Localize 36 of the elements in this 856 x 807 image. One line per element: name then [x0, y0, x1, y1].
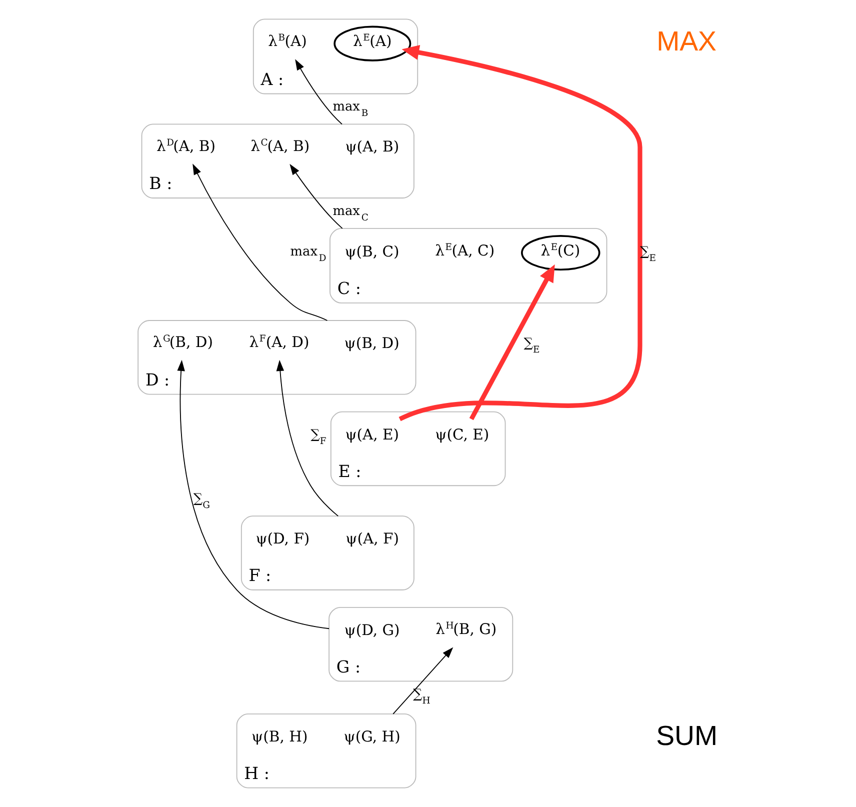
node-text: λ$^{D}$(A, B) [156, 137, 216, 155]
edge-label: max$_{D}$ [290, 244, 326, 264]
node-text: ψ(B, C) [344, 243, 400, 260]
node-text: λ$^{C}$(A, B) [250, 137, 310, 155]
node-text: λ$^{H}$(B, G) [436, 620, 497, 638]
arrow [290, 164, 343, 229]
arrow [469, 264, 555, 420]
arrow [295, 59, 342, 125]
node-ellipse: λ$^{E}$(A) [334, 26, 412, 62]
node-text: ψ(A, B) [345, 138, 400, 156]
label: MAX [656, 25, 717, 56]
node-text: ψ(A, F) [346, 530, 399, 548]
node-text: ψ(C, E) [435, 426, 490, 444]
arrow [177, 360, 330, 630]
node-text: λ$^{E}$(A, C) [435, 242, 495, 260]
edge-label: max$_{C}$ [332, 204, 368, 224]
arrow [392, 647, 454, 714]
node-text: ψ(B, H) [252, 728, 308, 746]
node-text: ψ(A, E) [345, 426, 400, 444]
arrow [276, 360, 339, 517]
node-text: λ$^{F}$(A, D) [249, 334, 310, 352]
arrow [192, 164, 328, 321]
arrow [398, 44, 642, 422]
node-text: ψ(B, D) [344, 334, 400, 352]
node-text: ψ(G, H) [344, 728, 400, 746]
node-text: λ$^{B}$(A) [268, 32, 307, 50]
node-text: λ$^{G}$(B, D) [152, 334, 213, 352]
edge-label: ∑$_{F}$ [310, 427, 326, 447]
label: SUM [656, 720, 718, 751]
edge-label: ∑$_{G}$ [193, 491, 210, 511]
edge-label: ∑$_{H}$ [413, 687, 430, 707]
node-ellipse: λ$^{E}$(C) [521, 235, 600, 271]
edge-label: max$_{B}$ [332, 100, 368, 120]
node-text: ψ(D, G) [344, 622, 400, 639]
edge-label: ∑$_{E}$ [524, 336, 540, 356]
node-text: ψ(D, F) [256, 530, 310, 548]
